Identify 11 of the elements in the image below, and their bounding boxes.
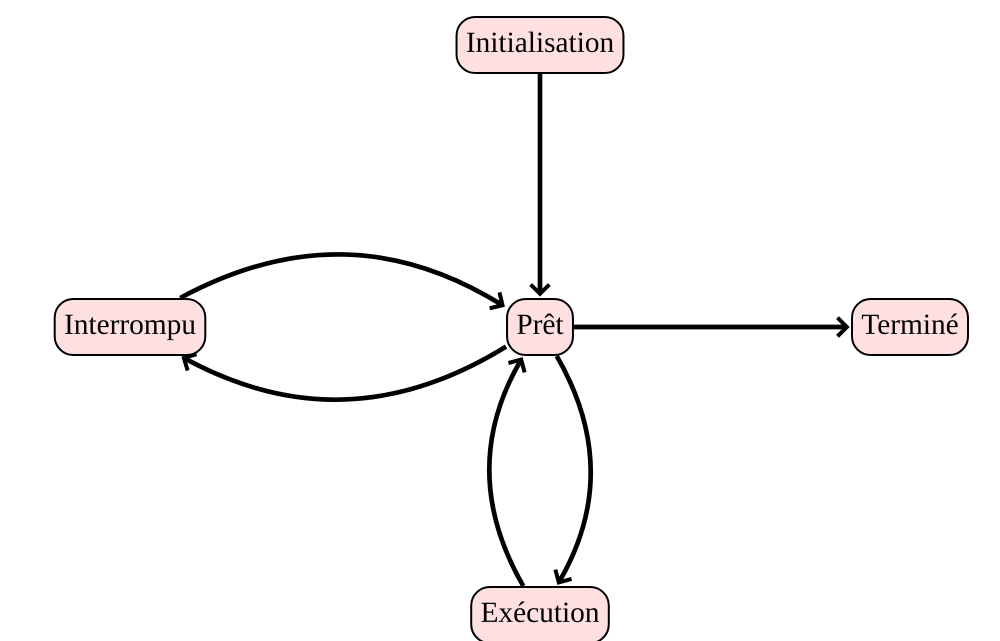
state-box: Prêt [506,298,574,356]
arrow [486,357,527,588]
arrow [181,344,508,402]
state-box: Interrompu [54,298,206,356]
state-box: Terminé [851,298,969,356]
arrow [179,252,505,310]
arrow [574,316,850,338]
state-box: Exécution [470,586,610,641]
arrow [553,354,594,585]
arrow [529,74,551,297]
state-box: Initialisation [456,16,624,74]
